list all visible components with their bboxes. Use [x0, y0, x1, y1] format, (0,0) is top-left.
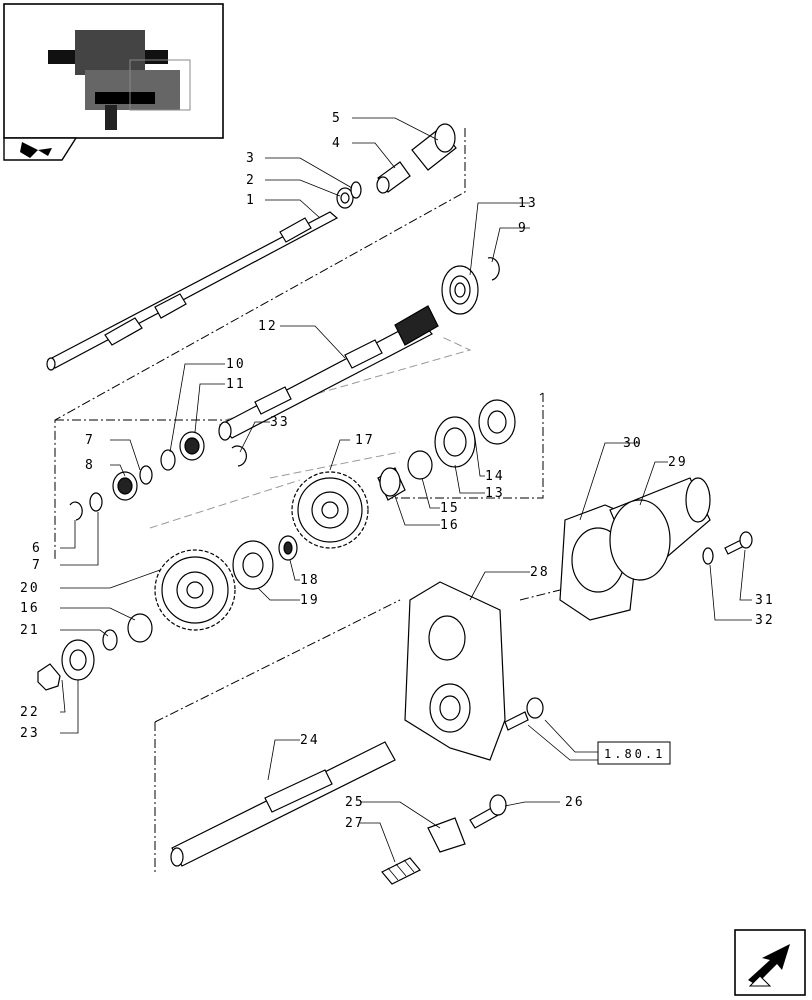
- guide-grey-a: [149, 479, 301, 529]
- callout-14: 14: [485, 469, 505, 484]
- callout-8: 8: [85, 458, 95, 473]
- callout-6: 6: [32, 541, 42, 556]
- part-16-sleeve-lower: [127, 613, 153, 643]
- callout-27: 27: [345, 816, 365, 831]
- callout-1: 1: [246, 193, 256, 208]
- callout-2: 2: [246, 173, 256, 188]
- callout-23: 23: [20, 726, 40, 741]
- callout-32: 32: [755, 613, 775, 628]
- next-page-arrow-icon: [748, 944, 790, 987]
- part-26-plug: [469, 794, 507, 829]
- callout-15: 15: [440, 501, 460, 516]
- part-20-gear: [154, 549, 236, 631]
- part-12-splined-shaft: [218, 305, 439, 441]
- frame-outline-upper: [54, 128, 466, 560]
- callout-7-lower: 7: [32, 558, 42, 573]
- reference-box: [597, 741, 671, 765]
- part-6-circlip: [69, 501, 83, 521]
- callout-7-upper: 7: [85, 433, 95, 448]
- part-25-plate: [427, 817, 466, 853]
- callout-22: 22: [20, 705, 40, 720]
- part-24-output-shaft: [170, 741, 396, 867]
- guide-grey-b: [269, 451, 401, 479]
- callout-18: 18: [300, 573, 320, 588]
- callout-16-lower: 16: [20, 601, 40, 616]
- next-page-button[interactable]: [734, 929, 806, 996]
- leader-lines: [60, 117, 752, 863]
- part-5-coupling: [411, 123, 457, 171]
- part-14-bearing: [478, 399, 516, 445]
- part-19-hub: [232, 540, 274, 590]
- frame-line-right: [519, 589, 561, 601]
- part-2-bearing: [336, 187, 354, 209]
- callout-29: 29: [668, 455, 688, 470]
- part-3-ring: [350, 181, 362, 199]
- nav-tab[interactable]: [3, 137, 78, 161]
- callout-5: 5: [332, 111, 342, 126]
- reference-link-1-80-1[interactable]: 1.80.1: [597, 741, 671, 765]
- part-1-shaft: [46, 211, 339, 371]
- part-15-ring: [407, 450, 433, 480]
- reference-label: 1.80.1: [604, 747, 665, 761]
- reference-linked-parts: [504, 697, 544, 731]
- frame-line-c: [539, 392, 544, 396]
- callout-13-upper: 13: [518, 196, 538, 211]
- callout-9: 9: [518, 221, 528, 236]
- part-31-bolt: [724, 531, 753, 555]
- part-10-ring: [160, 449, 176, 471]
- part-16-sleeve-upper: [377, 467, 406, 501]
- next-page-frame: [734, 929, 806, 996]
- part-29-cover: [609, 477, 711, 581]
- part-32-washer: [702, 547, 714, 565]
- frame-line-lower-diag: [154, 599, 401, 723]
- callout-20: 20: [20, 581, 40, 596]
- part-28-housing: [404, 581, 506, 761]
- callout-16-upper: 16: [440, 518, 460, 533]
- part-22-nut: [37, 663, 61, 691]
- callout-25: 25: [345, 795, 365, 810]
- part-7-washer-upper: [139, 465, 153, 485]
- assembly-thumbnail[interactable]: [3, 3, 224, 161]
- part-21-washer: [102, 629, 118, 651]
- assembly-thumbnail-icon: [48, 30, 191, 130]
- part-7-washer-lower: [89, 492, 103, 512]
- callout-19: 19: [300, 593, 320, 608]
- frame-line-b: [390, 393, 544, 499]
- part-13-bearing-upper: [441, 265, 479, 315]
- callout-30: 30: [623, 436, 643, 451]
- part-23-bearing: [61, 639, 95, 681]
- callout-13-lower: 13: [485, 486, 505, 501]
- part-17-gear: [291, 471, 369, 549]
- part-11-needle-bearing: [179, 431, 205, 461]
- part-13-bearing-lower: [434, 416, 476, 468]
- part-18-bearing: [278, 535, 298, 561]
- callout-11: 11: [226, 377, 246, 392]
- callout-31: 31: [755, 593, 775, 608]
- part-4-sleeve: [376, 161, 411, 194]
- callout-24: 24: [300, 733, 320, 748]
- callout-12: 12: [258, 319, 278, 334]
- callout-10: 10: [226, 357, 246, 372]
- nav-arrow-icon: [20, 142, 52, 158]
- callout-26: 26: [565, 795, 585, 810]
- part-27-spring: [381, 857, 421, 885]
- part-8-needle-bearing: [112, 471, 138, 501]
- callout-33: 33: [270, 415, 290, 430]
- part-33-circlip: [231, 445, 247, 467]
- callout-4: 4: [332, 136, 342, 151]
- callout-3: 3: [246, 151, 256, 166]
- part-9-circlip: [487, 257, 500, 281]
- callout-28: 28: [530, 565, 550, 580]
- callout-17: 17: [355, 433, 375, 448]
- callout-21: 21: [20, 623, 40, 638]
